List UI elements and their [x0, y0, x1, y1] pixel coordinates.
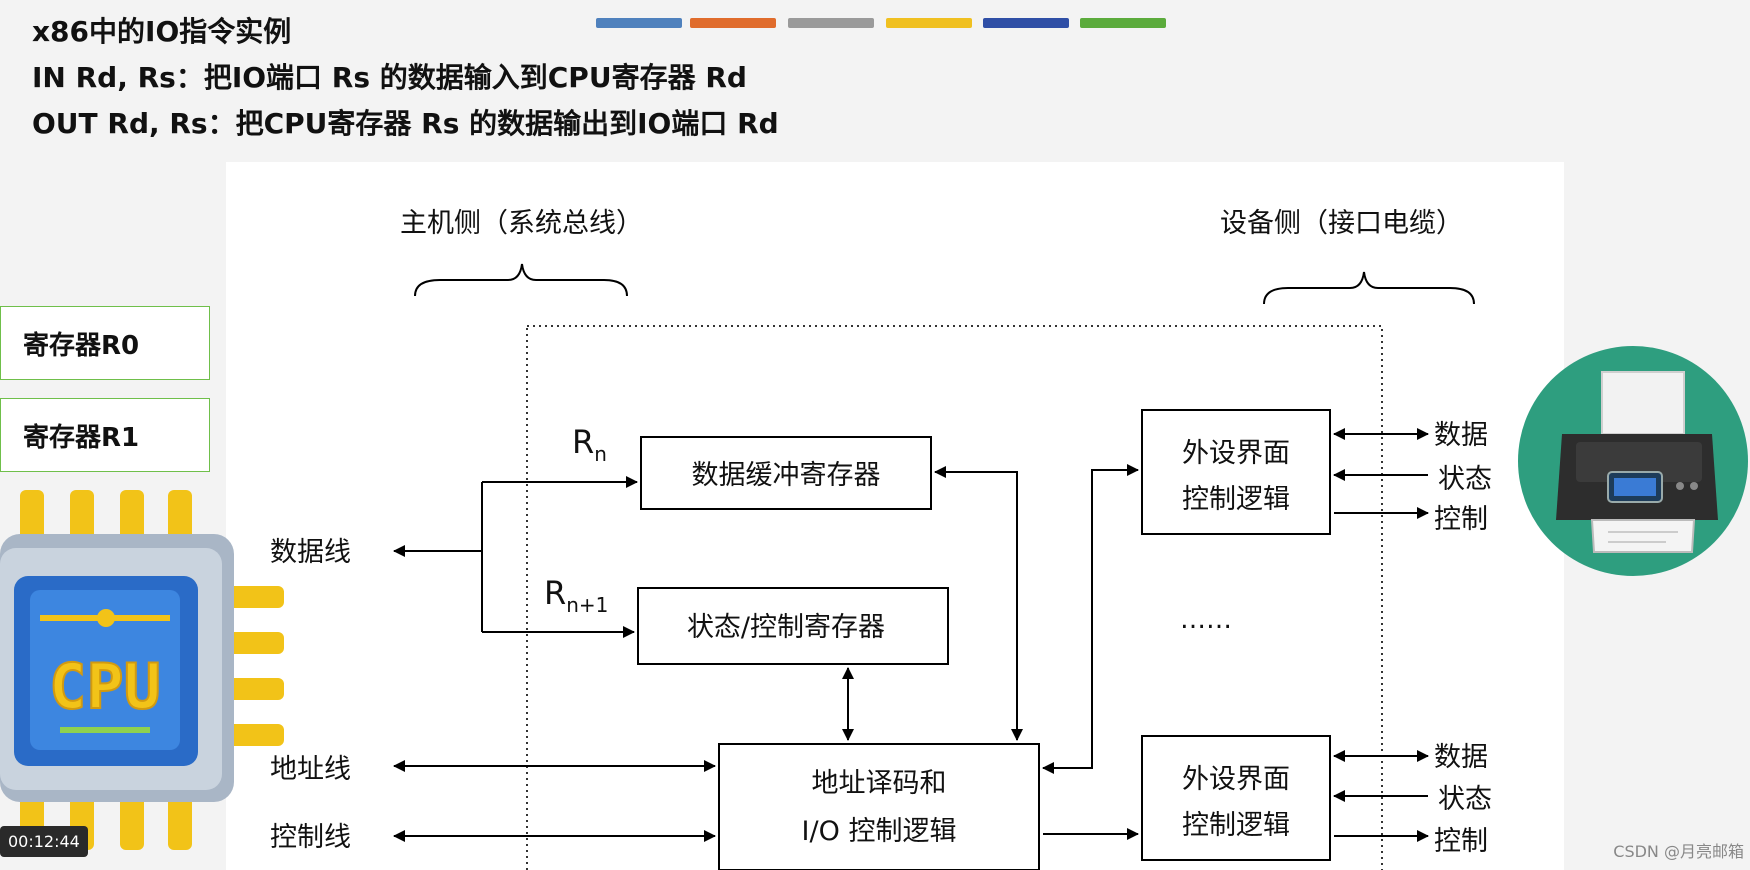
- color-bar-2: [690, 18, 776, 28]
- address-decode-label-1: 地址译码和: [812, 768, 947, 799]
- watermark: CSDN @月亮邮箱: [1613, 842, 1744, 861]
- peripheral2-data-label: 数据: [1434, 742, 1488, 773]
- peripheral-logic-2-line2: 控制逻辑: [1182, 810, 1290, 841]
- peripheral-logic-box-1: [1141, 409, 1331, 535]
- color-bar-4: [886, 18, 972, 28]
- control-line-label: 控制线: [270, 822, 351, 853]
- address-line-label: 地址线: [270, 754, 351, 785]
- device-side-label: 设备侧（接口电缆）: [1220, 208, 1463, 239]
- video-timestamp: 00:12:44: [0, 826, 88, 857]
- address-decode-box: [718, 743, 1040, 870]
- color-bar-3: [788, 18, 874, 28]
- color-bar-5: [983, 18, 1069, 28]
- peripheral2-control-label: 控制: [1434, 826, 1488, 857]
- peripheral2-status-label: 状态: [1438, 784, 1492, 815]
- color-bar-6: [1080, 18, 1166, 28]
- host-side-label: 主机侧（系统总线）: [400, 208, 643, 239]
- interface-boundary: [526, 325, 1383, 870]
- cpu-chip-icon: CPU: [0, 490, 284, 850]
- rn-label: Rn: [572, 423, 607, 466]
- cpu-label: CPU: [49, 650, 161, 723]
- color-bar-1: [596, 18, 682, 28]
- in-instruction-text: IN Rd, Rs：把IO端口 Rs 的数据输入到CPU寄存器 Rd: [32, 61, 747, 94]
- device-side-brace: [1263, 271, 1475, 305]
- peripheral-logic-1-line1: 外设界面: [1182, 438, 1290, 469]
- data-buffer-register-box: [640, 436, 932, 510]
- register-r1-box: 寄存器R1: [0, 398, 210, 472]
- slide-title: x86中的IO指令实例: [32, 15, 292, 48]
- register-r1-label: 寄存器R1: [23, 422, 140, 453]
- host-side-brace: [414, 263, 628, 297]
- peripheral-logic-2-line1: 外设界面: [1182, 764, 1290, 795]
- peripheral-logic-1-line2: 控制逻辑: [1182, 484, 1290, 515]
- status-control-register-label: 状态/控制寄存器: [687, 612, 885, 643]
- peripheral1-data-label: 数据: [1434, 420, 1488, 451]
- peripheral-logic-box-2: [1141, 735, 1331, 861]
- address-decode-label-2: I/O 控制逻辑: [802, 816, 957, 847]
- data-buffer-register-label: 数据缓冲寄存器: [692, 460, 881, 491]
- peripheral1-status-label: 状态: [1438, 464, 1492, 495]
- out-instruction-text: OUT Rd, Rs：把CPU寄存器 Rs 的数据输出到IO端口 Rd: [32, 107, 779, 140]
- status-control-register-box: [637, 587, 949, 665]
- more-peripherals-ellipsis: ……: [1180, 605, 1232, 635]
- peripheral1-control-label: 控制: [1434, 504, 1488, 535]
- buffer-to-decode-arrow: [934, 466, 1023, 741]
- register-r0-box: 寄存器R0: [0, 306, 210, 380]
- decode-to-peripheral1-arrow: [1042, 464, 1139, 774]
- printer-icon: [1518, 346, 1748, 576]
- register-r0-label: 寄存器R0: [23, 330, 140, 361]
- rn1-label: Rn+1: [544, 574, 608, 617]
- data-line-label: 数据线: [270, 537, 351, 568]
